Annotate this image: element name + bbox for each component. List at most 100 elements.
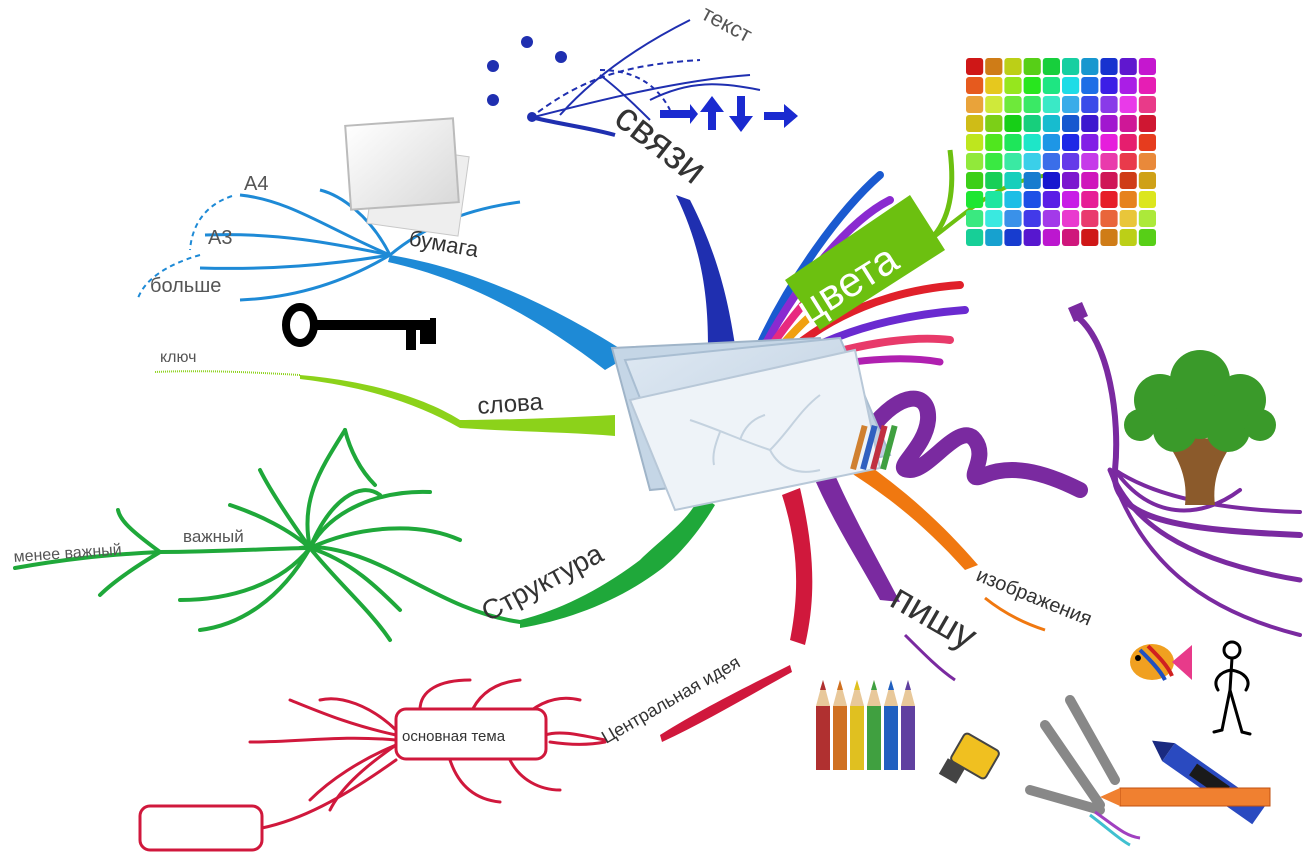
palette-swatch	[1023, 172, 1041, 189]
palette-swatch	[1119, 58, 1137, 75]
palette-swatch	[1081, 191, 1099, 208]
palette-swatch	[1138, 115, 1156, 132]
palette-swatch	[1023, 191, 1041, 208]
palette-swatch	[1081, 172, 1099, 189]
pencil-tip	[901, 680, 915, 706]
palette-swatch	[1119, 172, 1137, 189]
palette-swatch	[1119, 210, 1137, 227]
palette-swatch	[1081, 210, 1099, 227]
palette-swatch	[1100, 153, 1118, 170]
branch-structure: Структура важный менее важный	[13, 428, 715, 642]
palette-swatch	[1042, 191, 1060, 208]
palette-swatch	[1119, 191, 1137, 208]
pencil-tip	[850, 680, 864, 706]
paintbrush-icon	[850, 424, 898, 470]
marker-icon	[938, 732, 1000, 784]
palette-swatch	[1062, 229, 1080, 246]
palette-swatch	[966, 191, 984, 208]
palette-swatch	[1081, 58, 1099, 75]
sub-label-a4: А4	[244, 173, 268, 195]
palette-swatch	[1042, 210, 1060, 227]
main-topic-box	[394, 707, 548, 761]
branch-label-write: пишу	[884, 576, 984, 658]
palette-swatch	[1042, 115, 1060, 132]
pencil-body	[867, 706, 881, 770]
palette-swatch	[1100, 77, 1118, 94]
palette-swatch	[985, 172, 1003, 189]
palette-swatch	[1062, 58, 1080, 75]
palette-swatch	[1062, 210, 1080, 227]
palette-swatch	[985, 134, 1003, 151]
palette-swatch	[966, 134, 984, 151]
sub-label-main-topic: основная тема	[402, 728, 506, 745]
branch-paper: бумага А4 А3 больше	[137, 117, 630, 370]
palette-swatch	[1062, 134, 1080, 151]
palette-swatch	[1138, 191, 1156, 208]
palette-swatch	[966, 153, 984, 170]
pencil-lead	[854, 680, 860, 690]
pencil-body	[850, 706, 864, 770]
palette-swatch	[966, 210, 984, 227]
palette-swatch	[1062, 115, 1080, 132]
palette-swatch	[1100, 191, 1118, 208]
color-palette-icon	[966, 58, 1156, 246]
paper-sheet-icon	[344, 117, 470, 237]
palette-swatch	[1119, 115, 1137, 132]
palette-swatch	[1004, 172, 1022, 189]
palette-swatch	[1023, 115, 1041, 132]
palette-swatch	[1042, 77, 1060, 94]
pencil-lead	[871, 680, 877, 690]
palette-swatch	[1081, 96, 1099, 113]
colored-pencils-icon	[816, 680, 915, 770]
palette-swatch	[1023, 134, 1041, 151]
palette-swatch	[966, 172, 984, 189]
palette-swatch	[1100, 172, 1118, 189]
key-icon	[282, 303, 436, 350]
palette-swatch	[1119, 153, 1137, 170]
palette-swatch	[1004, 210, 1022, 227]
palette-swatch	[1100, 115, 1118, 132]
palette-swatch	[1138, 96, 1156, 113]
tree-icon	[1124, 350, 1276, 505]
palette-swatch	[1081, 77, 1099, 94]
sub-label-key: ключ	[160, 349, 197, 366]
pencil-lead	[837, 680, 843, 690]
sub-label-important: важный	[183, 527, 244, 546]
palette-swatch	[985, 58, 1003, 75]
arrows-icon	[660, 96, 798, 132]
pencil-body	[816, 706, 830, 770]
palette-swatch	[1081, 153, 1099, 170]
palette-swatch	[985, 229, 1003, 246]
palette-swatch	[1004, 134, 1022, 151]
palette-swatch	[1042, 96, 1060, 113]
palette-swatch	[1004, 153, 1022, 170]
palette-swatch	[1100, 210, 1118, 227]
palette-swatch	[1004, 191, 1022, 208]
palette-swatch	[1062, 77, 1080, 94]
palette-swatch	[1081, 134, 1099, 151]
palette-swatch	[966, 58, 984, 75]
palette-swatch	[1042, 134, 1060, 151]
palette-swatch	[1042, 153, 1060, 170]
pencil-body	[884, 706, 898, 770]
palette-swatch	[1100, 58, 1118, 75]
branch-right-arcs	[1068, 302, 1303, 637]
palette-swatch	[1062, 191, 1080, 208]
palette-swatch	[985, 191, 1003, 208]
palette-swatch	[1062, 96, 1080, 113]
palette-swatch	[1004, 58, 1022, 75]
palette-swatch	[1100, 96, 1118, 113]
palette-swatch	[1023, 210, 1041, 227]
palette-swatch	[985, 115, 1003, 132]
pencil-body	[833, 706, 847, 770]
pencil-lead	[888, 680, 894, 690]
palette-swatch	[1023, 153, 1041, 170]
palette-swatch	[1119, 77, 1137, 94]
palette-swatch	[966, 115, 984, 132]
palette-swatch	[1023, 96, 1041, 113]
palette-swatch	[1138, 172, 1156, 189]
sub-label-text: текст	[698, 0, 757, 47]
palette-swatch	[1042, 172, 1060, 189]
palette-swatch	[1100, 229, 1118, 246]
stick-figure-icon	[1212, 640, 1252, 736]
